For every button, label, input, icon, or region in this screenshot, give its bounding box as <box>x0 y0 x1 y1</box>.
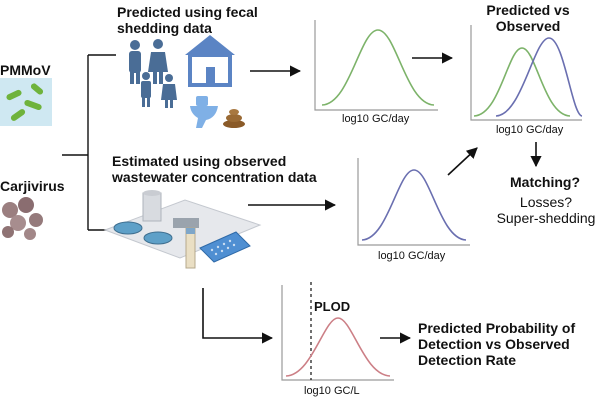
observed-axis-label: log10 GC/day <box>378 250 446 262</box>
virus-label-pmmov: PMMoV <box>0 62 51 78</box>
detection-comparison-label: Predicted Probability of Detection vs Ob… <box>418 320 576 369</box>
people-icon <box>129 39 177 108</box>
predicted-curve <box>321 29 435 106</box>
arrows <box>202 52 542 344</box>
plod-label: PLOD <box>314 299 351 314</box>
arrow-to-plod-chart <box>202 288 274 344</box>
branch-connector <box>62 54 116 231</box>
predicted-axis-label: log10 GC/day <box>342 113 410 125</box>
plod-curve <box>285 317 391 377</box>
matching-label: Matching? <box>510 174 580 190</box>
observed-distribution-chart <box>357 158 470 246</box>
feces-icon <box>223 109 245 128</box>
pmmov-virus-icon <box>0 78 52 126</box>
estimated-branch-label: Estimated using observed wastewater conc… <box>112 153 317 186</box>
predicted-distribution-chart <box>314 20 438 111</box>
house-icon <box>185 35 235 87</box>
plod-axis-label: log10 GC/L <box>304 385 360 397</box>
matching-reasons: Losses? Super-shedding <box>496 194 596 227</box>
carjivirus-icon <box>2 197 43 240</box>
observed-curve <box>361 169 467 241</box>
toilet-icon <box>190 96 218 128</box>
arrow-observed-to-compare <box>447 147 478 176</box>
predicted-branch-label: Predicted using fecal shedding data <box>117 4 258 37</box>
comparison-chart <box>470 25 583 121</box>
comparison-observed-curve <box>495 37 583 117</box>
lab-equipment-icon <box>103 190 262 269</box>
comparison-axis-label: log10 GC/day <box>496 124 564 136</box>
virus-label-carjivirus: Carjivirus <box>0 178 65 194</box>
comparison-predicted-curve <box>473 47 571 117</box>
plod-chart <box>281 282 394 381</box>
comparison-title: Predicted vs Observed <box>486 2 570 35</box>
